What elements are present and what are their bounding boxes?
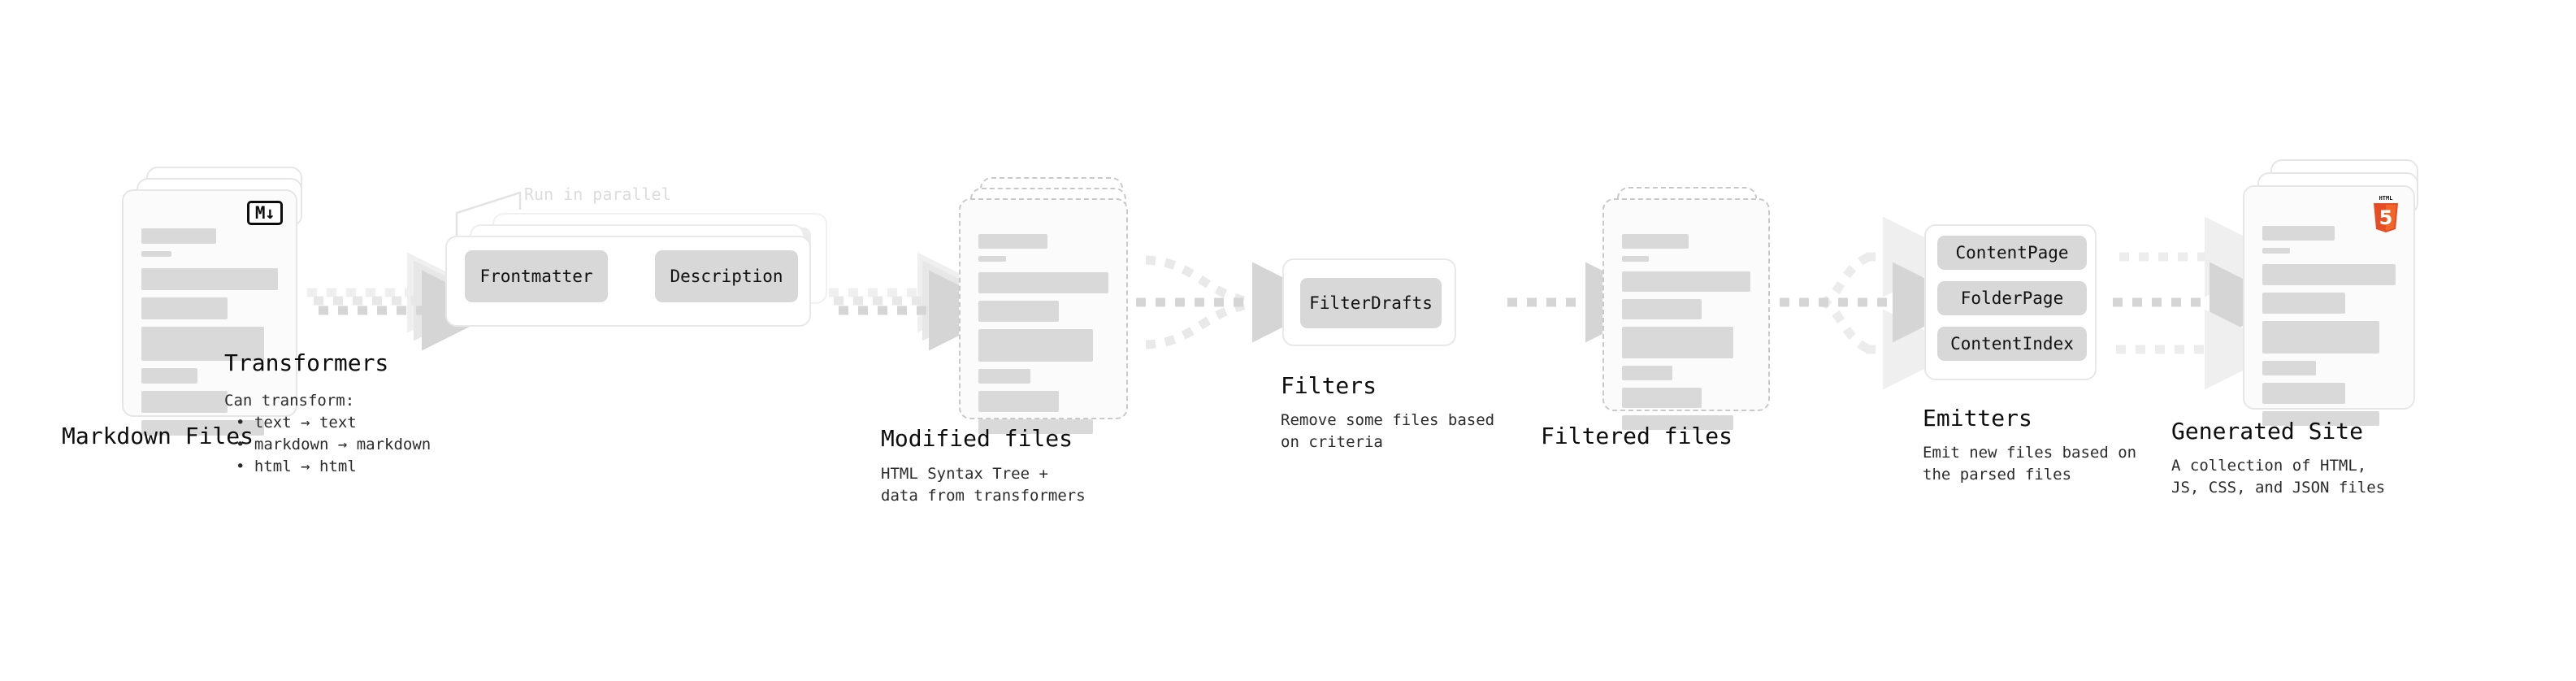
connector-emitters-to-site: [2113, 216, 2290, 390]
stage-modified-files[interactable]: Modified files HTML Syntax Tree + data f…: [881, 177, 1146, 505]
chip-contentpage[interactable]: ContentPage: [1937, 236, 2087, 270]
connector-filtered-to-emitters: [1780, 216, 1973, 390]
card-skeleton: [141, 228, 278, 443]
stage-title-generated-site: Generated Site: [2171, 418, 2364, 445]
connector-markdown-to-transformers: [307, 252, 502, 351]
stage-title-filters: Filters: [1281, 372, 1377, 399]
stage-subtitle-generated-site: A collection of HTML, JS, CSS, and JSON …: [2171, 457, 2386, 497]
stage-title-filtered-files: Filtered files: [1541, 423, 1733, 449]
bullet-markdown-markdown: • markdown → markdown: [236, 436, 432, 453]
stage-subtitle-emitters: Emit new files based on the parsed files: [1923, 444, 2137, 484]
card-layer-front: HTML 5: [2243, 185, 2415, 426]
parallel-bracket: [455, 191, 522, 244]
card-layer-front: M↓: [122, 189, 297, 436]
markdown-icon: M↓: [247, 201, 283, 225]
emitters-box: ContentPage FolderPage ContentIndex: [1924, 224, 2097, 380]
stage-markdown-files[interactable]: M↓ Markdown Files: [62, 167, 309, 449]
stage-title-transformers: Transformers: [224, 349, 389, 376]
bullet-text-text: • text → text: [236, 414, 357, 432]
svg-text:5: 5: [2379, 206, 2393, 229]
transformer-layer-front: Frontmatter Description: [445, 236, 811, 327]
card-layer-front: [1602, 198, 1770, 430]
stage-subtitle-modified-files: HTML Syntax Tree + data from transformer…: [881, 465, 1086, 505]
card-layer-front: [959, 198, 1128, 434]
stage-subtitle-transformers: Can transform:: [224, 392, 355, 410]
filters-box: FilterDrafts: [1282, 258, 1456, 346]
annotation-run-in-parallel: Run in parallel: [524, 184, 671, 204]
bullet-html-html: • html → html: [236, 458, 357, 475]
chip-folderpage[interactable]: FolderPage: [1937, 281, 2087, 315]
stage-transformers[interactable]: Frontmatter Description Run in parallel …: [224, 184, 827, 475]
stage-subtitle-filters: Remove some files based on criteria: [1281, 411, 1495, 451]
card-skeleton: [978, 234, 1108, 441]
chip-filterdrafts[interactable]: FilterDrafts: [1300, 278, 1442, 328]
html5-icon: HTML 5: [2370, 193, 2402, 232]
connector-modified-to-filters: [1136, 255, 1333, 349]
stage-title-markdown-files: Markdown Files: [62, 423, 254, 449]
stage-filtered-files[interactable]: Filtered files: [1541, 187, 1781, 449]
stage-generated-site[interactable]: CSS HTML 5: [2171, 159, 2438, 497]
svg-text:HTML: HTML: [2379, 195, 2393, 202]
chip-description[interactable]: Description: [655, 250, 798, 302]
card-skeleton: [1622, 234, 1750, 437]
stage-title-emitters: Emitters: [1923, 405, 2032, 432]
chip-contentindex[interactable]: ContentIndex: [1937, 327, 2087, 361]
chip-frontmatter[interactable]: Frontmatter: [465, 250, 608, 302]
card-skeleton: [2262, 226, 2396, 433]
connector-transformers-to-modified: [829, 252, 1009, 351]
stage-title-modified-files: Modified files: [881, 425, 1073, 452]
